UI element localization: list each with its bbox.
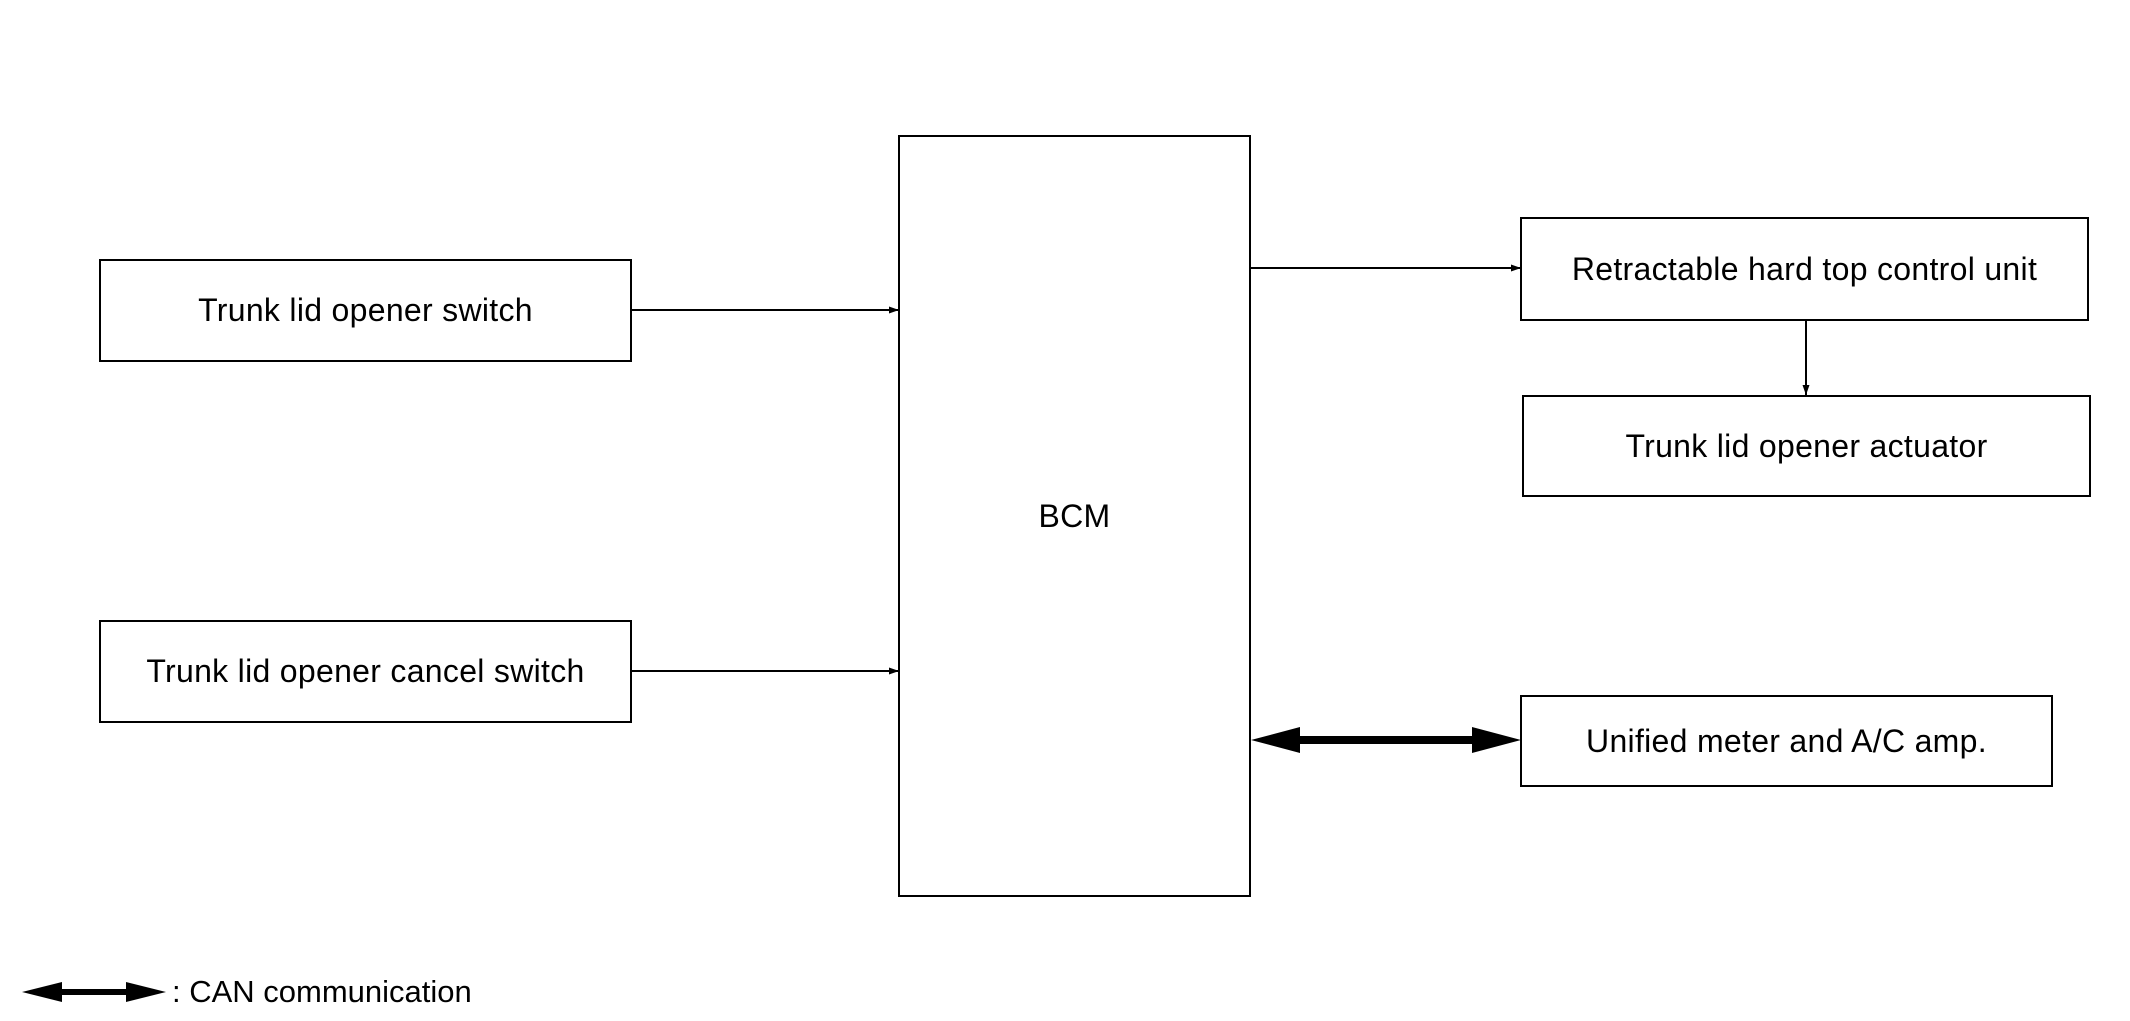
bcm-label: BCM <box>1038 497 1111 534</box>
legend-label: : CAN communication <box>172 974 472 1009</box>
can-legend-arrow-icon <box>22 982 166 1002</box>
trunk-lid-opener-actuator-box: Trunk lid opener actuator <box>1522 395 2091 497</box>
unified-meter-ac-amp-box: Unified meter and A/C amp. <box>1520 695 2053 787</box>
bcm-box: BCM <box>898 135 1251 897</box>
can-double-arrow <box>1251 727 1521 753</box>
trunk-lid-opener-cancel-switch-box: Trunk lid opener cancel switch <box>99 620 632 723</box>
trunk-lid-opener-switch-label: Trunk lid opener switch <box>198 292 533 328</box>
retractable-hard-top-control-unit-box: Retractable hard top control unit <box>1520 217 2089 321</box>
trunk-lid-opener-cancel-switch-label: Trunk lid opener cancel switch <box>146 653 585 689</box>
trunk-lid-opener-switch-box: Trunk lid opener switch <box>99 259 632 362</box>
unified-meter-ac-amp-label: Unified meter and A/C amp. <box>1586 722 1987 759</box>
legend: : CAN communication <box>22 970 472 1014</box>
trunk-lid-opener-actuator-label: Trunk lid opener actuator <box>1625 427 1988 464</box>
retractable-hard-top-control-unit-label: Retractable hard top control unit <box>1571 250 2038 287</box>
